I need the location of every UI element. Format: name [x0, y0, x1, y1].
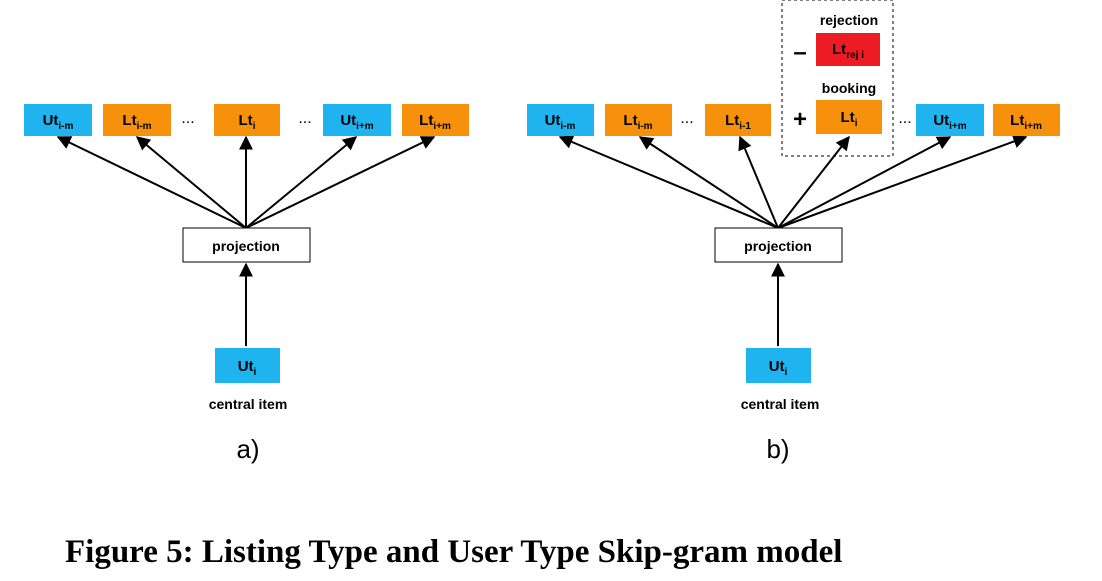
central-item-label-a: central item — [209, 396, 288, 412]
projection-box-a — [182, 227, 311, 263]
svg-text:Lti-1: Lti-1 — [725, 112, 751, 132]
central-item-box-a — [215, 348, 280, 383]
projection-label-a: projection — [212, 238, 280, 254]
svg-text:Lti+m: Lti+m — [1010, 112, 1042, 132]
item-sub: i-m — [638, 121, 653, 132]
item-sub: i+m — [1024, 121, 1042, 132]
item-sub: i+m — [356, 121, 374, 132]
arrow-a-2 — [135, 136, 247, 229]
listing-type-box — [214, 104, 280, 136]
ellipsis-a-1: ... — [181, 110, 194, 127]
context-item-a-4: Uti+m — [323, 104, 391, 136]
central-item-box-b — [746, 348, 811, 383]
arrow-b-2 — [638, 136, 779, 229]
panel-label-a: a) — [236, 434, 259, 464]
item-sub: rej i — [846, 50, 864, 61]
item-main: Ut — [545, 112, 561, 129]
listing-type-box — [605, 104, 672, 136]
arrow-b-5 — [777, 136, 952, 229]
item-sub: i-m — [137, 121, 152, 132]
item-sub: i-m — [58, 121, 73, 132]
arrow-a-1 — [56, 136, 247, 229]
context-item-b-2: Lti-m — [605, 104, 672, 136]
user-type-box — [527, 104, 594, 136]
item-sub: i-1 — [739, 121, 751, 132]
item-sub: i+m — [433, 121, 451, 132]
arrow-b-6 — [777, 134, 1028, 229]
projection-box-b — [714, 227, 843, 263]
listing-type-box — [103, 104, 171, 136]
context-item-a-1: Uti-m — [24, 104, 92, 136]
svg-text:Uti+m: Uti+m — [340, 112, 373, 132]
item-main: Lt — [122, 112, 136, 129]
svg-text:Lti: Lti — [841, 109, 858, 129]
item-main: Lt — [841, 109, 855, 126]
item-main: Ut — [43, 112, 59, 129]
svg-text:Lti: Lti — [239, 112, 256, 132]
rejection-label: rejection — [820, 12, 878, 28]
item-sub: i — [254, 367, 257, 378]
user-type-box — [24, 104, 92, 136]
rejection-box — [816, 33, 880, 66]
svg-text:Uti: Uti — [769, 358, 788, 378]
svg-text:Uti-m: Uti-m — [43, 112, 74, 132]
plus-sign: + — [793, 106, 807, 133]
arrow-b-4 — [777, 135, 850, 229]
context-item-a-2: Lti-m — [103, 104, 171, 136]
context-item-a-3: Lti — [214, 104, 280, 136]
item-sub: i+m — [949, 121, 967, 132]
svg-text:Lti-m: Lti-m — [623, 112, 652, 132]
booking-rejection-group — [781, 0, 894, 157]
item-main: Lt — [1010, 112, 1024, 129]
context-item-b-1: Uti-m — [527, 104, 594, 136]
arrow-b-3 — [738, 135, 779, 229]
context-item-b-4: Lti — [816, 100, 882, 134]
item-sub: i — [855, 118, 858, 129]
item-sub: i — [253, 121, 256, 132]
central-item-label-b: central item — [741, 396, 820, 412]
listing-type-box — [402, 104, 469, 136]
ellipsis-b-2: ... — [898, 110, 911, 127]
svg-text:Uti+m: Uti+m — [933, 112, 966, 132]
context-item-b-6: Lti+m — [993, 104, 1060, 136]
svg-text:Uti-m: Uti-m — [545, 112, 576, 132]
user-type-box — [323, 104, 391, 136]
item-main: Lt — [239, 112, 253, 129]
panel-b: rejection – Ltrej i booking + Uti-m Lti-… — [527, 0, 1060, 464]
panel-a: Uti-m Lti-m ... Lti ... Uti+m Lti+m proj… — [24, 104, 469, 464]
item-main: Ut — [769, 358, 785, 375]
item-main: Ut — [933, 112, 949, 129]
panel-label-b: b) — [766, 434, 789, 464]
context-item-b-5: Uti+m — [916, 104, 984, 136]
context-item-a-5: Lti+m — [402, 104, 469, 136]
user-type-box — [916, 104, 984, 136]
listing-type-box — [993, 104, 1060, 136]
arrow-a-5 — [245, 136, 436, 229]
skipgram-diagram: Uti-m Lti-m ... Lti ... Uti+m Lti+m proj… — [24, 0, 1060, 464]
item-main: Lt — [419, 112, 433, 129]
figure-caption: Figure 5: Listing Type and User Type Ski… — [65, 534, 843, 570]
item-sub: i — [785, 367, 788, 378]
projection-label-b: projection — [744, 238, 812, 254]
minus-sign: – — [793, 39, 806, 66]
item-main: Ut — [238, 358, 254, 375]
context-item-b-3: Lti-1 — [705, 104, 771, 136]
item-sub: i-m — [560, 121, 575, 132]
svg-text:Lti+m: Lti+m — [419, 112, 451, 132]
arrow-a-4 — [245, 136, 358, 229]
svg-text:Ltrej i: Ltrej i — [832, 41, 864, 61]
item-main: Lt — [832, 41, 846, 58]
arrow-b-1 — [558, 135, 779, 229]
listing-type-box — [705, 104, 771, 136]
booking-label: booking — [822, 80, 876, 96]
ellipsis-a-2: ... — [298, 110, 311, 127]
ellipsis-b-1: ... — [680, 110, 693, 127]
svg-text:Lti-m: Lti-m — [122, 112, 151, 132]
item-main: Lt — [725, 112, 739, 129]
item-main: Lt — [623, 112, 637, 129]
booked-listing-box — [816, 100, 882, 134]
svg-text:Uti: Uti — [238, 358, 257, 378]
item-main: Ut — [340, 112, 356, 129]
